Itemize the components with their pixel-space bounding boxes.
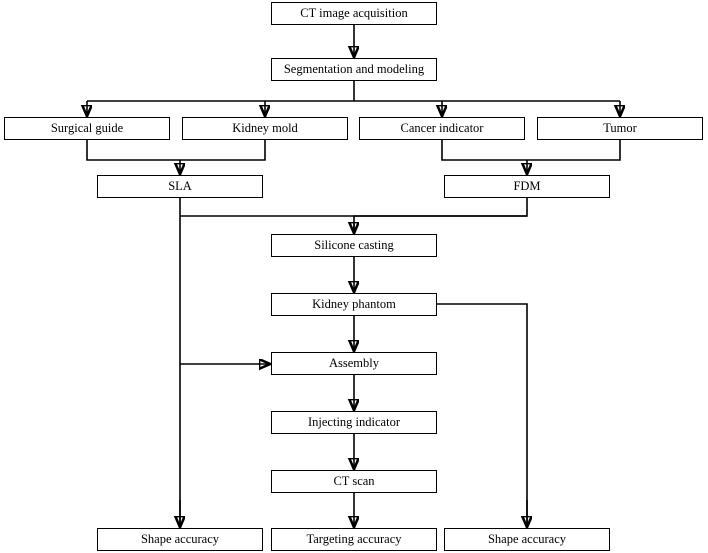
node-label: Surgical guide xyxy=(50,121,124,136)
node-injecting-indicator[interactable]: Injecting indicator xyxy=(271,411,437,434)
node-shape-accuracy-right[interactable]: Shape accuracy xyxy=(444,528,610,551)
edge-kidney-mold-to-sla xyxy=(180,140,266,161)
node-label: Assembly xyxy=(329,356,379,371)
node-surgical-guide[interactable]: Surgical guide xyxy=(4,117,170,140)
node-sla[interactable]: SLA xyxy=(97,175,263,198)
node-ct-scan[interactable]: CT scan xyxy=(271,470,437,493)
node-label: Segmentation and modeling xyxy=(283,62,425,77)
node-label: Silicone casting xyxy=(314,238,394,253)
node-assembly[interactable]: Assembly xyxy=(271,352,437,375)
node-label: Injecting indicator xyxy=(308,415,400,430)
node-label: Shape accuracy xyxy=(140,532,220,547)
edge-fdm-to-silicone xyxy=(180,198,528,217)
node-label: Tumor xyxy=(603,121,637,136)
node-tumor[interactable]: Tumor xyxy=(537,117,703,140)
node-targeting-accuracy[interactable]: Targeting accuracy xyxy=(271,528,437,551)
node-label: Shape accuracy xyxy=(487,532,567,547)
edge-cancer-indicator-to-fdm xyxy=(441,140,527,161)
node-label: FDM xyxy=(513,179,541,194)
node-label: Targeting accuracy xyxy=(306,532,402,547)
edge-fdm-to-silicone-center xyxy=(353,215,527,232)
node-label: SLA xyxy=(168,179,192,194)
node-label: Kidney phantom xyxy=(312,297,396,312)
node-label: CT scan xyxy=(333,474,375,489)
node-shape-accuracy-left[interactable]: Shape accuracy xyxy=(97,528,263,551)
node-label: Cancer indicator xyxy=(400,121,484,136)
node-kidney-phantom[interactable]: Kidney phantom xyxy=(271,293,437,316)
node-segmentation-and-modeling[interactable]: Segmentation and modeling xyxy=(271,58,437,81)
node-ct-image-acquisition[interactable]: CT image acquisition xyxy=(271,2,437,25)
node-label: CT image acquisition xyxy=(300,6,408,21)
edge-surgical-guide-to-sla xyxy=(86,140,180,161)
node-kidney-mold[interactable]: Kidney mold xyxy=(182,117,348,140)
node-fdm[interactable]: FDM xyxy=(444,175,610,198)
node-silicone-casting[interactable]: Silicone casting xyxy=(271,234,437,257)
edge-tumor-to-fdm xyxy=(527,140,621,161)
edge-phantom-to-shape-accuracy-right xyxy=(437,303,528,526)
node-label: Kidney mold xyxy=(232,121,298,136)
node-cancer-indicator[interactable]: Cancer indicator xyxy=(359,117,525,140)
